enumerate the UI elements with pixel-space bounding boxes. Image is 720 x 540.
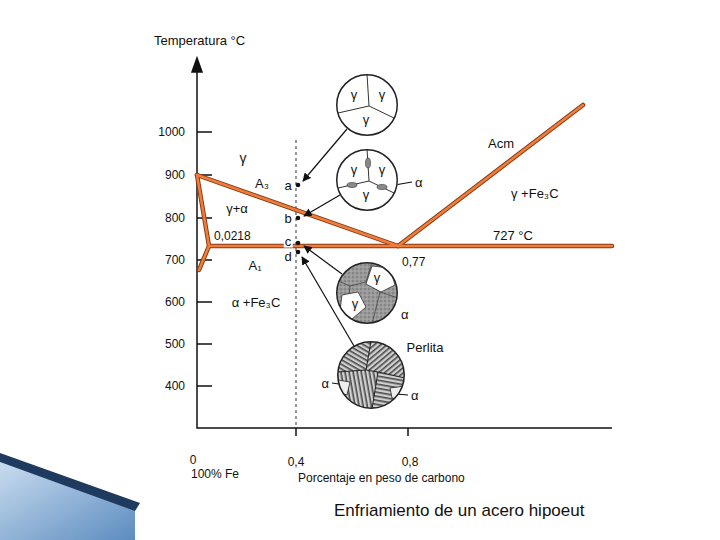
composition-dashed-line bbox=[295, 140, 296, 428]
line-label: A₃ bbox=[254, 177, 270, 190]
phase-label: γ bbox=[239, 151, 248, 165]
composition-value: 0,0218 bbox=[213, 230, 252, 242]
figure-caption: Enfriamiento de un acero hipoeut bbox=[333, 502, 585, 519]
phase-symbol: γ bbox=[373, 271, 382, 284]
tick-label: 1000 bbox=[157, 126, 186, 138]
phase-boundaries bbox=[197, 105, 612, 270]
circle-border bbox=[337, 150, 398, 211]
axes bbox=[192, 58, 612, 436]
phase-label: α +Fe₃C bbox=[231, 296, 282, 309]
phase-symbol: γ bbox=[350, 163, 359, 176]
tick-label: 0 bbox=[189, 454, 198, 466]
circle-outline bbox=[337, 341, 405, 409]
tick-label: 0,4 bbox=[287, 456, 306, 468]
axis-title: Temperatura °C bbox=[153, 34, 246, 47]
line-label: Acm bbox=[487, 137, 515, 150]
tick-label: 800 bbox=[164, 212, 186, 224]
callout-label: α bbox=[410, 389, 420, 402]
phase-symbol: γ bbox=[378, 163, 387, 176]
tick-label: 400 bbox=[164, 380, 186, 392]
pearlite-circle: Perlita bbox=[337, 341, 405, 409]
phase-symbol: γ bbox=[350, 88, 359, 101]
tick-label: 600 bbox=[164, 296, 186, 308]
tick-label: 700 bbox=[164, 254, 186, 266]
austenite-ferrite-circle: γγγ bbox=[336, 149, 398, 211]
composition-value: 0,77 bbox=[401, 256, 426, 268]
slide-decoration bbox=[0, 453, 140, 540]
phase-label: γ+α bbox=[225, 202, 249, 215]
phase-symbol: γ bbox=[362, 188, 371, 201]
cooling-points bbox=[296, 183, 301, 255]
point-letter: b bbox=[283, 212, 292, 225]
structure-name: Perlita bbox=[406, 341, 445, 354]
pointer-arrows bbox=[302, 129, 412, 395]
circle-outline bbox=[336, 149, 398, 211]
tick-label: 900 bbox=[164, 169, 186, 181]
axis-label: 100% Fe bbox=[190, 468, 240, 480]
tick-label: 0,8 bbox=[401, 456, 420, 468]
pearlite-microstructure bbox=[335, 339, 407, 411]
tick-label: 500 bbox=[164, 338, 186, 350]
phase-label: γ +Fe₃C bbox=[510, 187, 560, 200]
phase-symbol: γ bbox=[378, 88, 387, 101]
point-letter: d bbox=[283, 250, 292, 263]
ferrite-austenite-grains bbox=[336, 262, 398, 324]
callout-label: α bbox=[400, 308, 410, 321]
point-letter: a bbox=[283, 179, 292, 192]
austenite-circle: γγγ bbox=[336, 74, 398, 136]
phase-symbol: γ bbox=[351, 297, 360, 310]
circle-border bbox=[337, 263, 398, 324]
circle-outline bbox=[336, 74, 398, 136]
callout-label: α bbox=[320, 377, 330, 390]
axis-title: Porcentaje en peso de carbono bbox=[297, 472, 466, 484]
circle-border bbox=[337, 75, 398, 136]
temperature-value: 727 °C bbox=[492, 229, 534, 242]
ferrite-austenite-circle: γγ bbox=[336, 262, 398, 324]
circle-border bbox=[338, 342, 405, 409]
point-letter: c bbox=[284, 235, 293, 248]
callout-label: α bbox=[414, 176, 424, 189]
circle-outline bbox=[336, 262, 398, 324]
phase-symbol: γ bbox=[362, 113, 371, 126]
austenite-grains bbox=[336, 74, 398, 136]
austenite-ferrite-grains bbox=[336, 149, 398, 211]
line-label: A₁ bbox=[247, 259, 262, 272]
